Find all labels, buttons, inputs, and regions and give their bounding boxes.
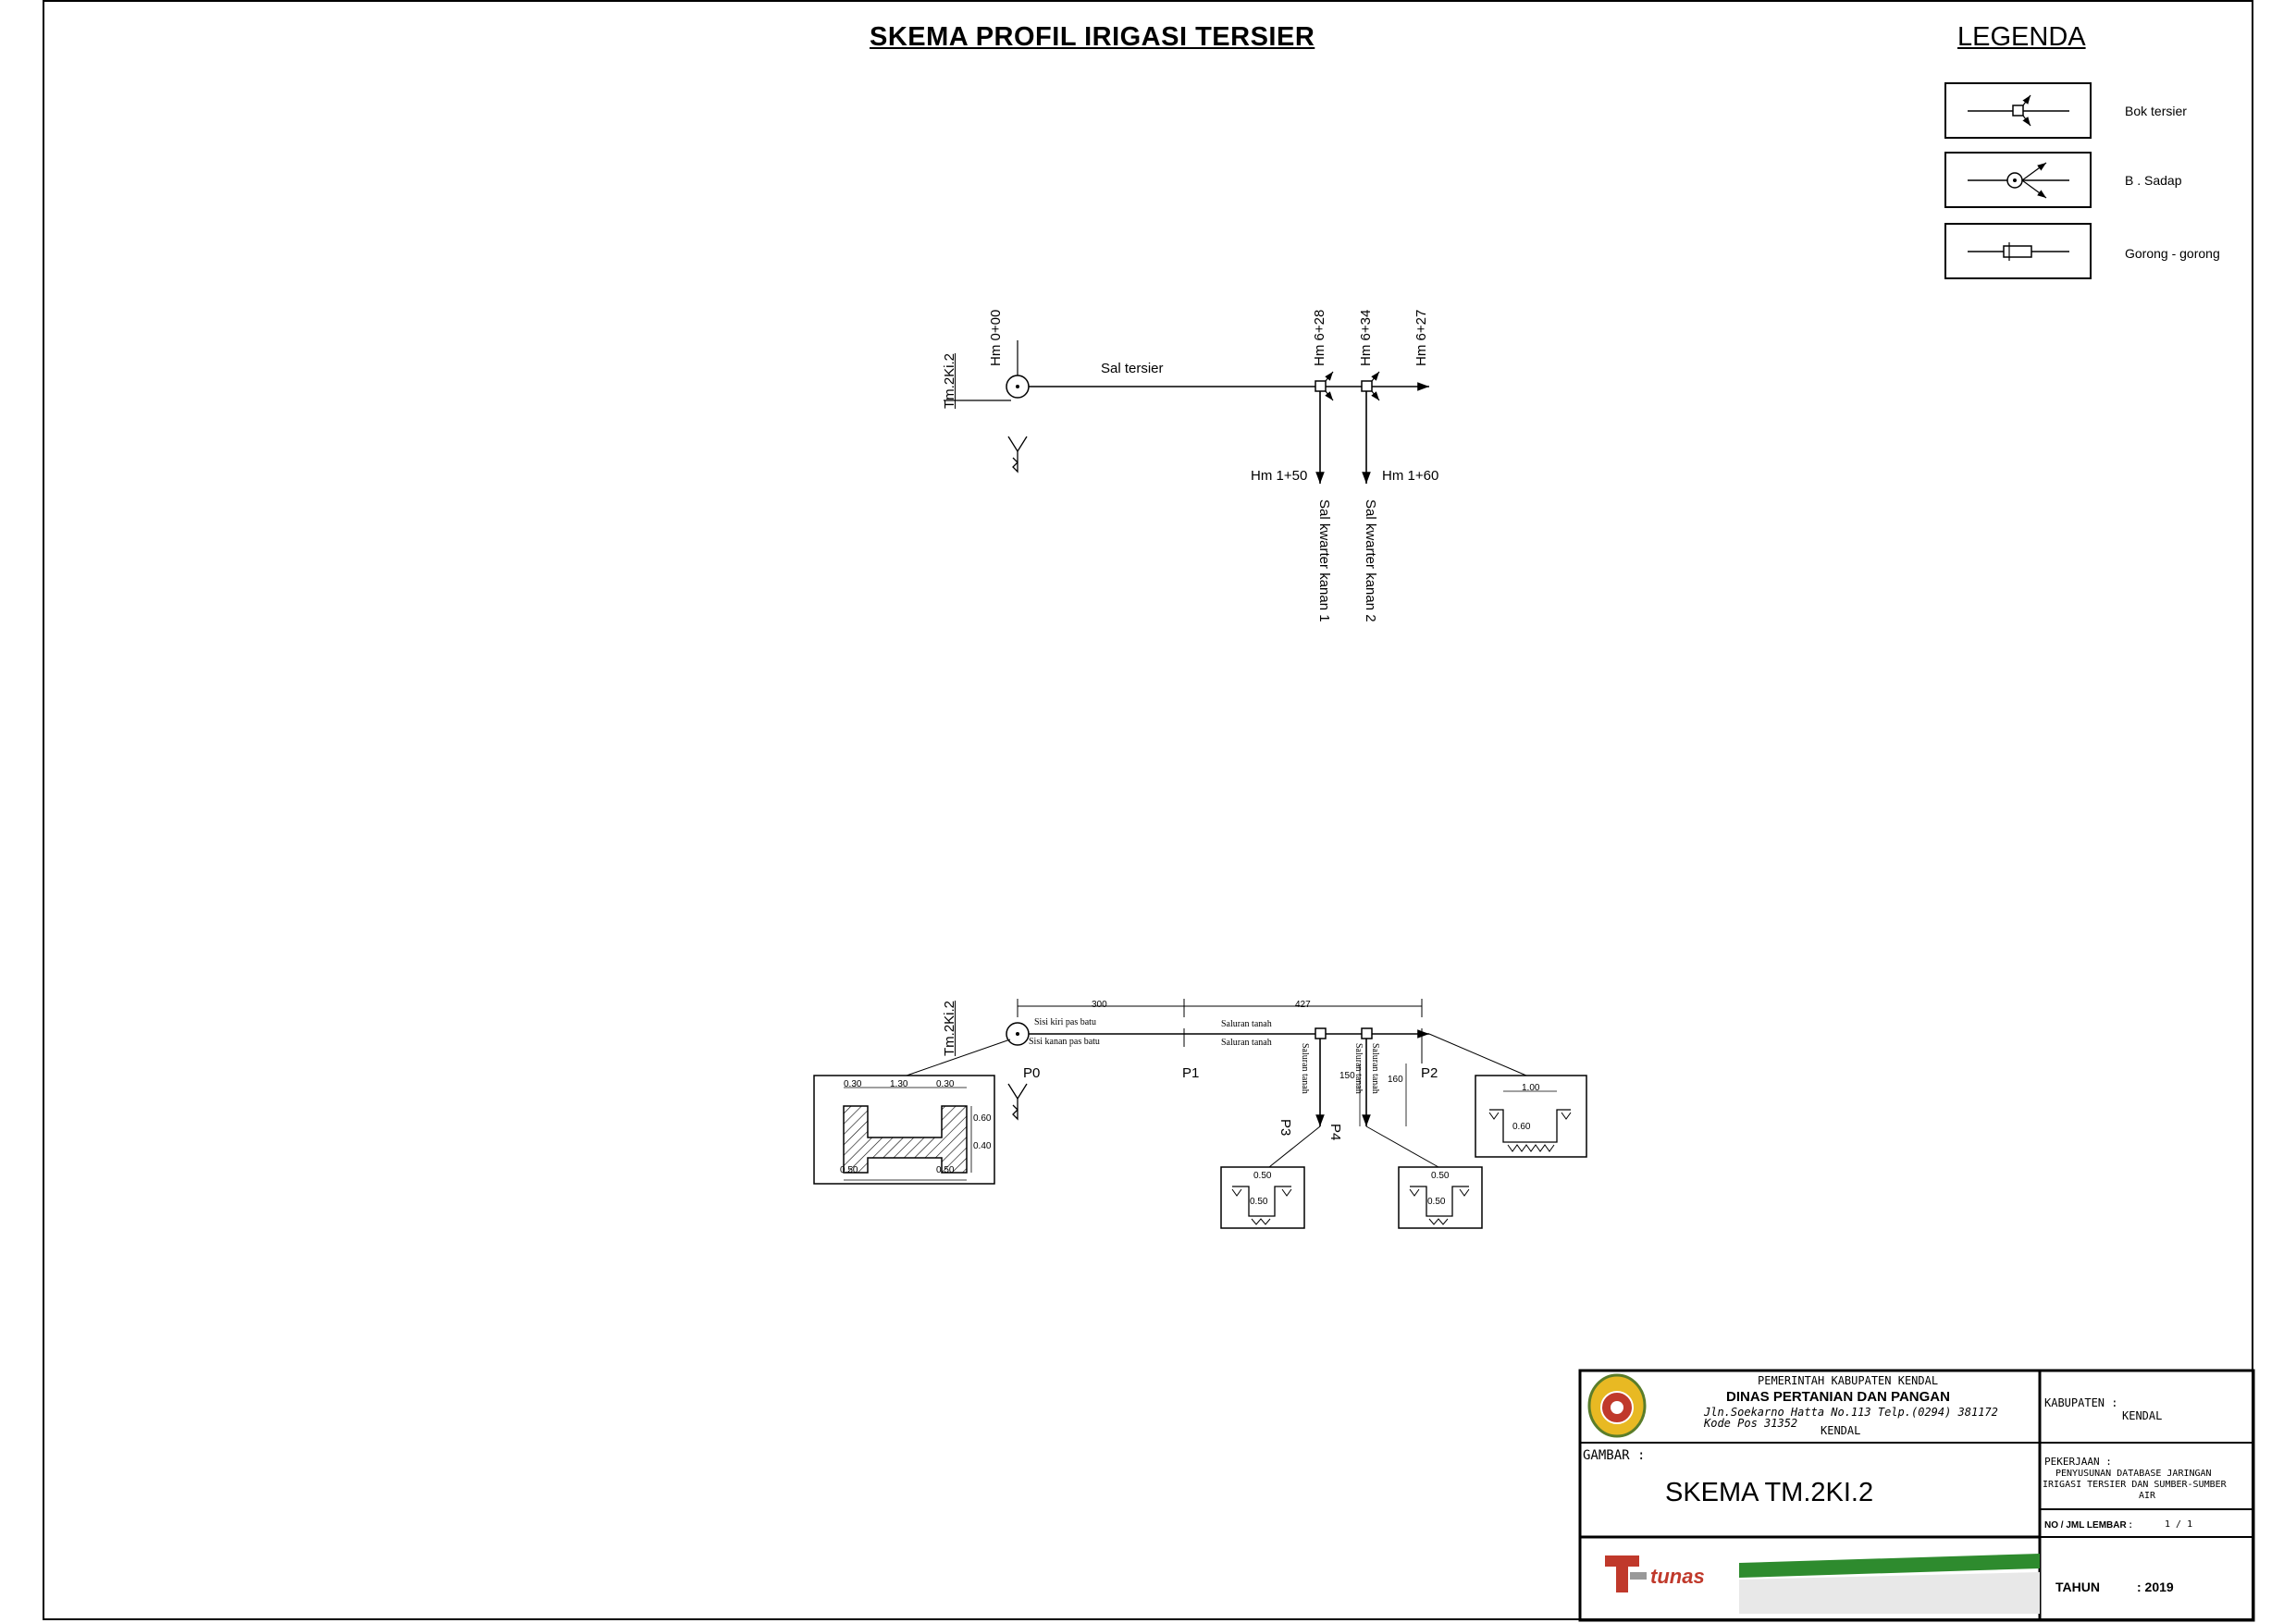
sec-p3-depth: 0.50	[1250, 1197, 1268, 1207]
main-channel-label: Sal tersier	[1101, 361, 1164, 376]
branch-length-160: 160	[1388, 1075, 1403, 1085]
sec-p2-depth: 0.60	[1512, 1122, 1531, 1132]
kabupaten-value: KENDAL	[2122, 1409, 2163, 1422]
sec-bottom-1: 0.50	[840, 1165, 858, 1175]
sec-top-3: 0.30	[936, 1079, 955, 1089]
sec-p4-depth: 0.50	[1427, 1197, 1446, 1207]
gambar-value: SKEMA TM.2KI.2	[1665, 1478, 1874, 1507]
lembar-value: 1 / 1	[2165, 1519, 2193, 1530]
branch-earth-3: Saluran tanah	[1370, 1043, 1380, 1094]
tahun-value: : 2019	[2137, 1580, 2174, 1594]
agency-line-1: PEMERINTAH KABUPATEN KENDAL	[1758, 1374, 1939, 1387]
agency-line-2: DINAS PERTANIAN DAN PANGAN	[1726, 1389, 1950, 1405]
legend-label-gorong: Gorong - gorong	[2125, 246, 2220, 261]
sec-top-1: 0.30	[844, 1079, 862, 1089]
left-bank-lower: Sisi kanan pas batu	[1029, 1037, 1100, 1047]
drawing-title: SKEMA PROFIL IRIGASI TERSIER	[870, 22, 1315, 52]
legend-box-bok	[1944, 82, 2092, 139]
sec-bottom-2: 0.50	[936, 1165, 955, 1175]
branch-channel-1: Sal kwarter kanan 1	[1316, 499, 1332, 622]
pekerjaan-value-1: PENYUSUNAN DATABASE JARINGAN	[2055, 1469, 2212, 1479]
sec-right-1: 0.60	[973, 1113, 992, 1124]
tunas-logo-text: tunas	[1650, 1565, 1705, 1588]
point-p4: P4	[1327, 1124, 1343, 1141]
point-p0: P0	[1023, 1065, 1041, 1081]
agency-address: Jln.Soekarno Hatta No.113 Telp.(0294) 38…	[1704, 1406, 1998, 1419]
sec-p3-width: 0.50	[1253, 1171, 1272, 1181]
sec-top-2: 1.30	[890, 1079, 908, 1089]
legend-box-sadap	[1944, 152, 2092, 208]
agency-city: KENDAL	[1821, 1424, 1861, 1437]
gambar-label: GAMBAR :	[1583, 1448, 1646, 1463]
station-hm-0-00: Hm 0+00	[988, 309, 1004, 366]
pekerjaan-value-3: AIR	[2139, 1491, 2156, 1501]
legend-box-gorong	[1944, 223, 2092, 279]
schema-diagram	[944, 340, 1429, 484]
station-hm-6-27: Hm 6+27	[1413, 309, 1429, 366]
branch-channel-2: Sal kwarter kanan 2	[1363, 499, 1378, 622]
title-block-frame	[1578, 1369, 2255, 1622]
branch-station-2: Hm 1+60	[1382, 468, 1439, 484]
point-p2: P2	[1421, 1065, 1438, 1081]
station-hm-6-34: Hm 6+34	[1358, 309, 1374, 366]
point-p1: P1	[1182, 1065, 1200, 1081]
pekerjaan-label: PEKERJAAN :	[2044, 1456, 2112, 1468]
sec-p4-width: 0.50	[1431, 1171, 1450, 1181]
legend-label-bok: Bok tersier	[2125, 104, 2187, 118]
tahun-label: TAHUN	[2055, 1580, 2100, 1594]
dim-300: 300	[1092, 1000, 1107, 1010]
sec-p2-width: 1.00	[1522, 1083, 1540, 1093]
schema-node-label: Tm.2Ki.2	[942, 352, 957, 409]
lembar-label: NO / JML LEMBAR :	[2044, 1520, 2132, 1531]
agency-postal: Kode Pos 31352	[1704, 1417, 1798, 1430]
earth-upper: Saluran tanah	[1221, 1019, 1272, 1029]
point-p3: P3	[1278, 1119, 1293, 1137]
profile-diagram	[813, 999, 1587, 1229]
sec-right-2: 0.40	[973, 1141, 992, 1151]
branch-earth-2: Saluran tanah	[1353, 1043, 1364, 1094]
drawing-sheet	[43, 0, 2253, 1620]
pekerjaan-value-2: IRIGASI TERSIER DAN SUMBER-SUMBER	[2043, 1480, 2227, 1490]
profile-node-label: Tm.2Ki.2	[942, 1000, 957, 1056]
kabupaten-label: KABUPATEN :	[2044, 1396, 2118, 1409]
left-bank-upper: Sisi kiri pas batu	[1034, 1017, 1096, 1027]
legend-title: LEGENDA	[1957, 22, 2086, 52]
branch-station-1: Hm 1+50	[1251, 468, 1308, 484]
branch-length-150: 150	[1339, 1071, 1355, 1081]
branch-earth-1: Saluran tanah	[1300, 1043, 1310, 1094]
legend-label-sadap: B . Sadap	[2125, 173, 2182, 188]
station-hm-6-28: Hm 6+28	[1312, 309, 1327, 366]
earth-lower: Saluran tanah	[1221, 1038, 1272, 1048]
dim-427: 427	[1295, 1000, 1311, 1010]
